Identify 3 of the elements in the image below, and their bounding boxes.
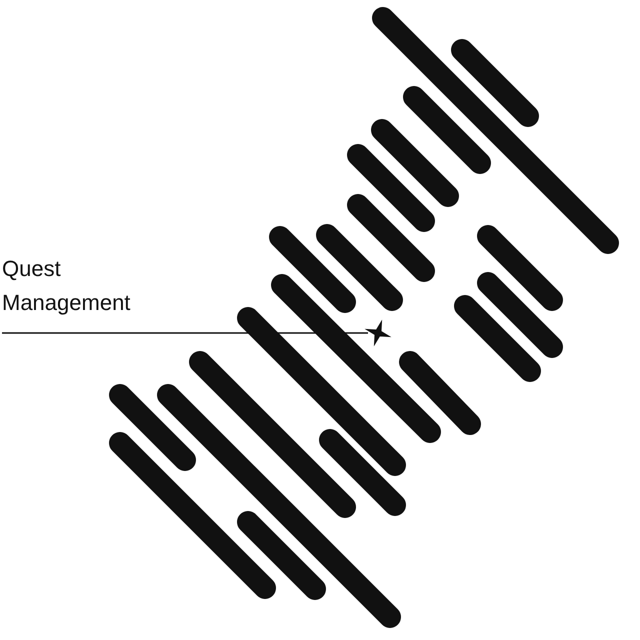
- star-icon: [364, 320, 392, 346]
- callout-text: Quest Management: [2, 255, 132, 317]
- leader-line: [2, 332, 368, 334]
